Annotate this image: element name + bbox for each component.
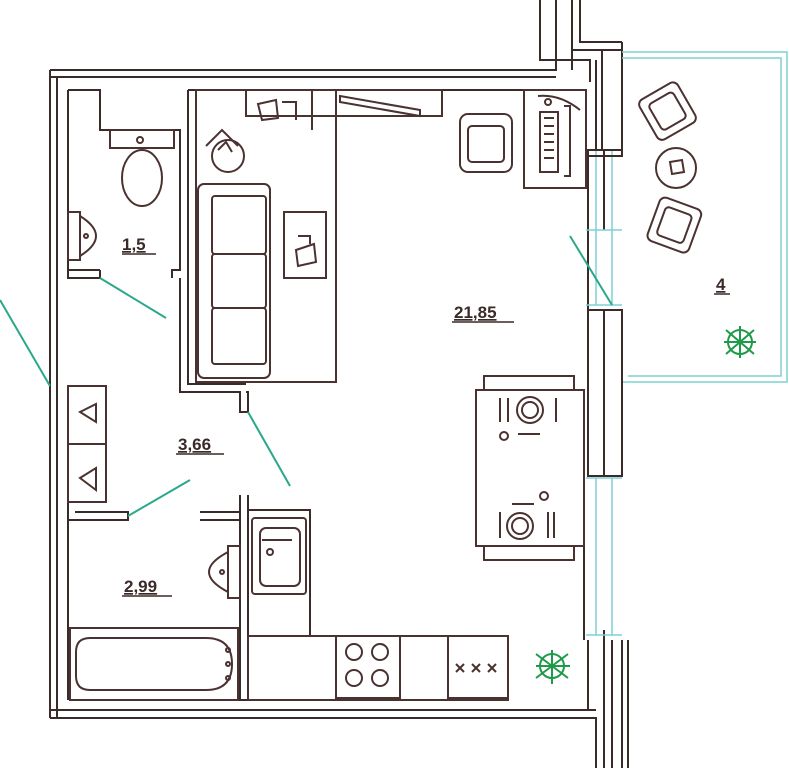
bathroom-sink-icon: [208, 545, 241, 599]
sink-icon: [251, 517, 307, 595]
bathtub-icon: [69, 627, 239, 701]
oven-icon: [447, 635, 509, 699]
area-label-underlines: [122, 253, 730, 597]
balcony-chair-icon: [646, 196, 703, 254]
place-setting-icon: [499, 491, 555, 540]
area-label-hall: 3,66: [178, 435, 211, 454]
area-label-balcony: 4: [716, 275, 726, 294]
balcony-chair-icon: [638, 81, 697, 141]
plant-icon: [535, 650, 570, 684]
stove-icon: [335, 635, 401, 699]
balcony-table-icon: [655, 147, 697, 189]
wardrobe: [67, 385, 107, 503]
kitchen-counter: [247, 635, 509, 701]
toilet-icon: [109, 129, 175, 207]
area-label-wc: 1,5: [122, 235, 146, 254]
hanger-icon: [77, 402, 97, 424]
door-swings: [0, 235, 613, 517]
area-label-studio: 21,85: [454, 303, 497, 322]
place-setting-icon: [499, 396, 557, 441]
dining-table-icon: [475, 375, 585, 561]
wc-sink-icon: [67, 211, 97, 261]
hanger-icon: [78, 466, 97, 492]
armchair-small-icon: [205, 128, 245, 173]
area-label-bathroom: 2,99: [124, 577, 157, 596]
office-chair-icon: [459, 113, 513, 173]
wall-shelf: [245, 89, 443, 130]
sofa-icon: [197, 183, 271, 379]
area-labels: 1,5 3,66 2,99 21,85 4: [122, 235, 726, 596]
window-frame: [585, 149, 623, 477]
desk-icon: [523, 89, 587, 189]
coffee-table-icon: [283, 211, 327, 279]
plant-icon: [724, 326, 756, 358]
